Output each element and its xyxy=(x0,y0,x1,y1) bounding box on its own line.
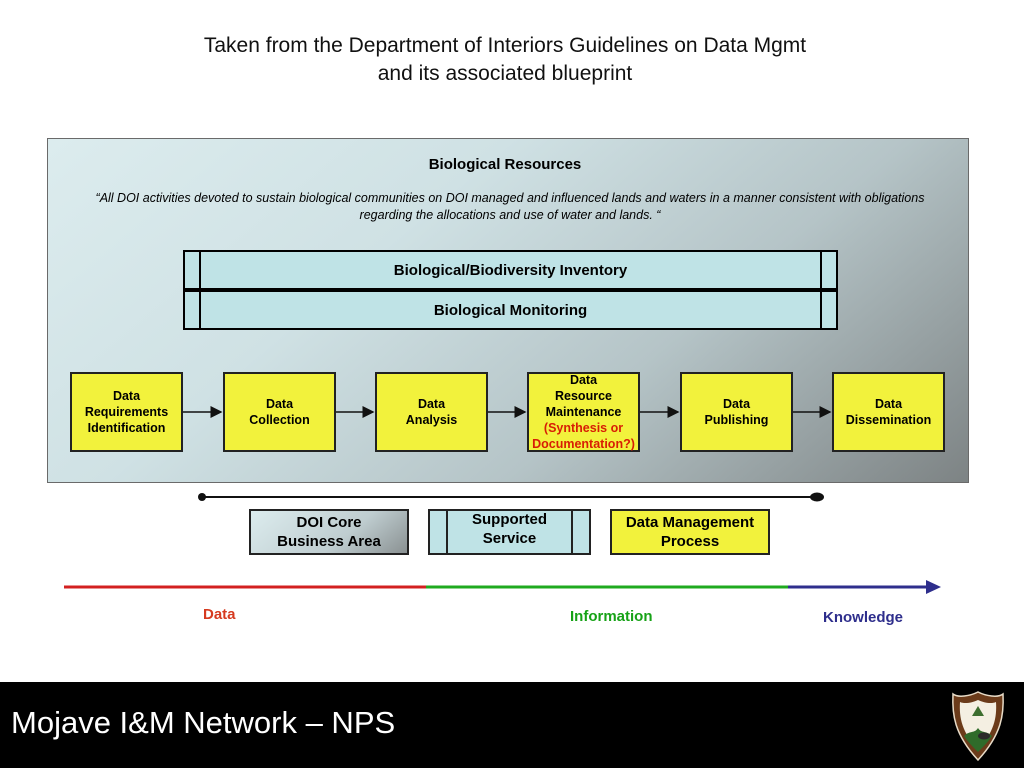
process-box-analysis: Data Analysis xyxy=(375,372,488,452)
process-box-dissemination: Data Dissemination xyxy=(832,372,945,452)
slide-title: Taken from the Department of Interiors G… xyxy=(0,32,1010,88)
legend-core-business-area: DOI Core Business Area xyxy=(249,509,409,555)
continuum-arrowhead xyxy=(926,580,941,594)
continuum-label-information: Information xyxy=(570,608,653,625)
legend-connector-end xyxy=(810,492,824,502)
process-note: Documentation?) xyxy=(532,437,635,451)
service-bar-monitoring: Biological Monitoring xyxy=(183,290,838,330)
service-bar-monitoring-label: Biological Monitoring xyxy=(433,301,588,319)
service-bar-inventory: Biological/Biodiversity Inventory xyxy=(183,250,838,290)
legend-text: Service xyxy=(482,530,537,547)
process-line: Data xyxy=(112,389,141,403)
legend-text: Supported xyxy=(472,511,547,528)
nps-arrowhead-icon xyxy=(952,691,1004,762)
process-line: Publishing xyxy=(704,413,769,427)
legend-text: DOI Core xyxy=(296,514,362,531)
legend-text: Data Management xyxy=(625,514,755,531)
legend-connector-end xyxy=(198,493,206,501)
slide-title-line-2: and its associated blueprint xyxy=(377,62,633,85)
legend-text: Process xyxy=(660,533,720,550)
process-box-requirements: Data Requirements Identification xyxy=(70,372,183,452)
process-line: Data xyxy=(722,397,751,411)
process-line: Identification xyxy=(87,421,166,435)
legend-supported-service: Supported Service xyxy=(428,509,591,555)
process-box-publishing: Data Publishing xyxy=(680,372,793,452)
footer-bar xyxy=(0,682,1024,768)
process-line: Data xyxy=(874,397,903,411)
process-line: Dissemination xyxy=(845,413,932,427)
process-line: Collection xyxy=(249,413,310,427)
process-line: Maintenance xyxy=(545,405,622,419)
process-line: Data xyxy=(417,397,446,411)
legend-text: Business Area xyxy=(277,533,381,550)
panel-quote: “All DOI activities devoted to sustain b… xyxy=(95,191,925,222)
process-line: Data xyxy=(265,397,294,411)
process-line: Data xyxy=(569,373,598,387)
process-line: Analysis xyxy=(405,413,458,427)
legend-data-management-process: Data Management Process xyxy=(610,509,770,555)
footer-text: Mojave I&M Network – NPS xyxy=(11,705,396,740)
process-line: Requirements xyxy=(84,405,169,419)
process-note: (Synthesis or xyxy=(543,421,624,435)
slide-title-line-1: Taken from the Department of Interiors G… xyxy=(203,34,807,57)
continuum-label-data: Data xyxy=(203,606,236,623)
process-box-maintenance: Data Resource Maintenance (Synthesis or … xyxy=(527,372,640,452)
process-line: Resource xyxy=(555,389,612,403)
continuum-label-knowledge: Knowledge xyxy=(823,609,904,626)
panel-title: Biological Resources xyxy=(428,156,582,173)
service-bar-inventory-label: Biological/Biodiversity Inventory xyxy=(393,261,628,279)
process-box-collection: Data Collection xyxy=(223,372,336,452)
